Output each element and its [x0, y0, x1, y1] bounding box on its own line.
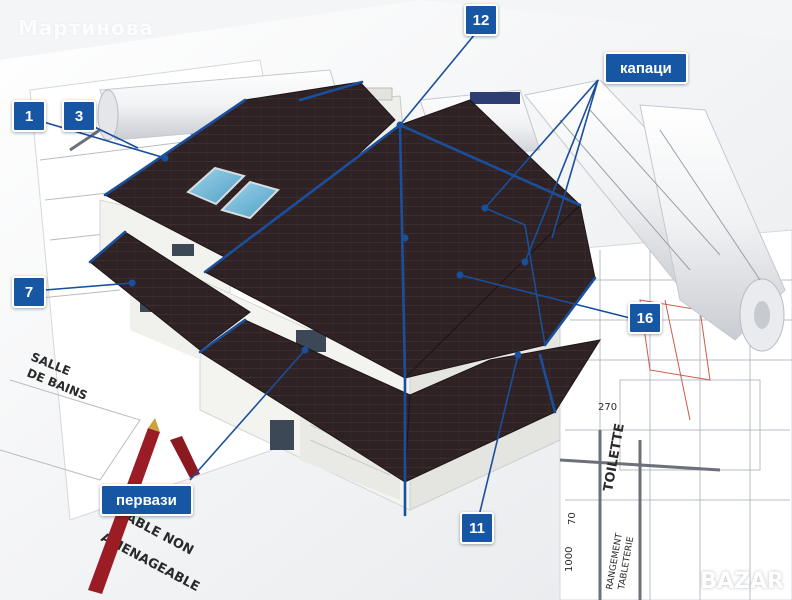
plan-dimension-1: 270 [598, 402, 617, 413]
callout-7: 7 [12, 276, 46, 308]
brand-logo-text: BAZAR [700, 569, 784, 594]
callout-pervazi: первази [100, 484, 193, 516]
house [88, 80, 602, 517]
callout-11: 11 [460, 512, 494, 544]
watermark-text: Мартинова [18, 16, 155, 40]
leader-lines [29, 27, 631, 521]
callout-markers [128, 121, 529, 359]
callout-16: 16 [628, 302, 662, 334]
callout-kapaci: капаци [604, 52, 688, 84]
plan-dimension-2: 1000 [564, 547, 575, 572]
callout-12: 12 [464, 4, 498, 36]
callout-1: 1 [12, 100, 46, 132]
callout-3: 3 [62, 100, 96, 132]
plan-dimension-3: 70 [567, 512, 578, 525]
